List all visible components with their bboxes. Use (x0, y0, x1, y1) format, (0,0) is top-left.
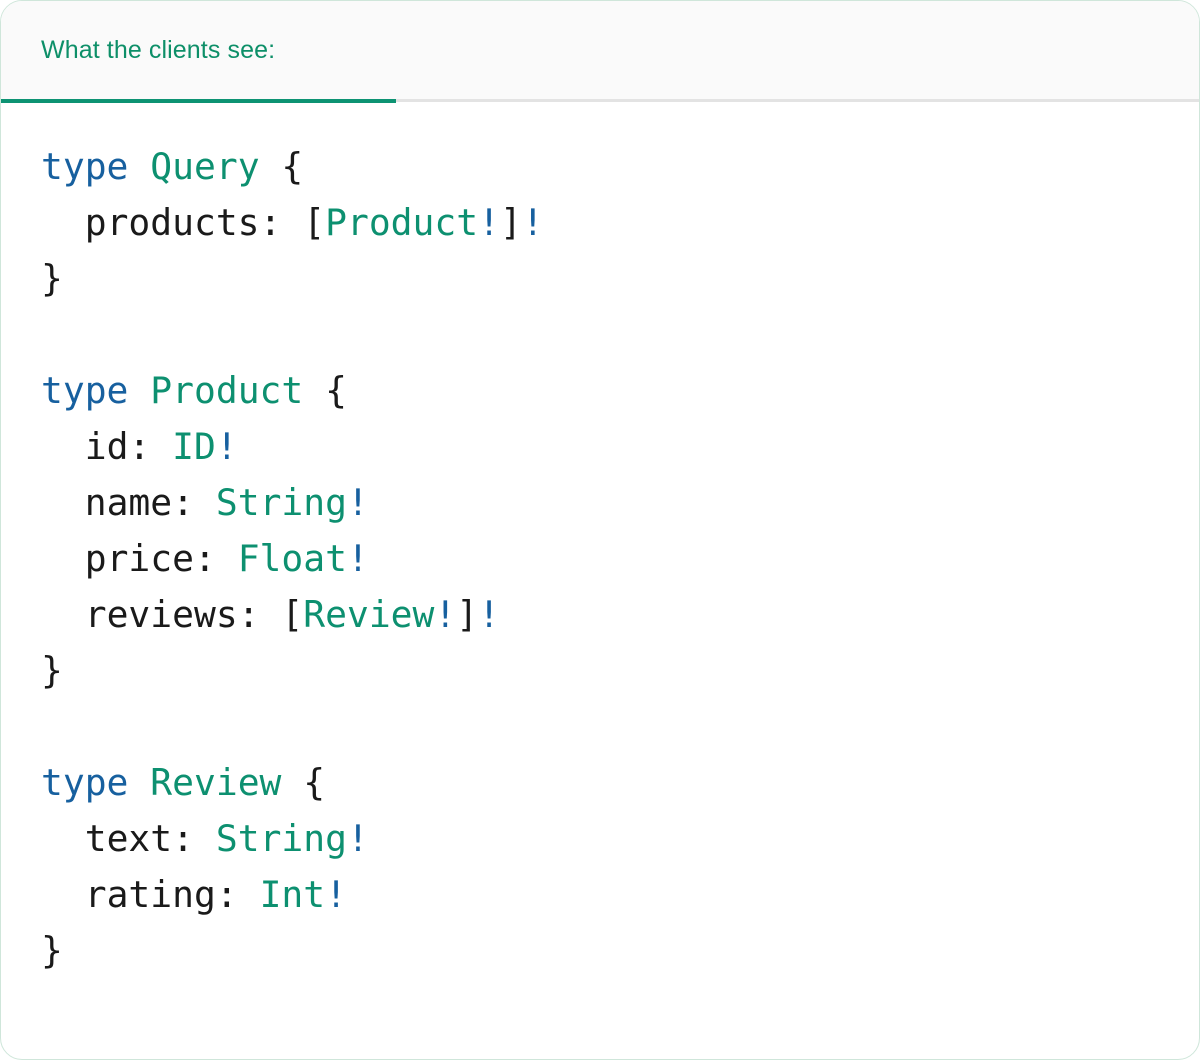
code-token: name (84, 481, 173, 524)
code-line (41, 307, 1199, 363)
code-token: ! (346, 817, 369, 860)
code-token (260, 145, 282, 188)
code-token: ] (499, 201, 522, 244)
code-token (41, 425, 85, 468)
code-token (41, 201, 85, 244)
code-token: text (84, 817, 173, 860)
code-token: String (215, 817, 347, 860)
code-token: ! (346, 537, 369, 580)
code-token: Query (150, 145, 260, 188)
code-token (41, 873, 85, 916)
code-token: String (215, 481, 347, 524)
code-token: } (41, 929, 63, 972)
code-token: type (41, 761, 129, 804)
code-token: } (41, 649, 63, 692)
code-line: type Product { (41, 363, 1199, 419)
code-token: products (84, 201, 260, 244)
code-token: } (41, 257, 63, 300)
code-token: [ (303, 201, 326, 244)
code-line: } (41, 251, 1199, 307)
code-token: { (281, 145, 304, 188)
code-line: } (41, 643, 1199, 699)
code-line: reviews: [Review!]! (41, 587, 1199, 643)
code-line: price: Float! (41, 531, 1199, 587)
graphql-schema-code: type Query { products: [Product!]!} type… (1, 102, 1199, 979)
code-line: name: String! (41, 475, 1199, 531)
code-token: ! (434, 593, 457, 636)
code-token (41, 481, 85, 524)
code-token: ! (325, 873, 347, 916)
code-token: type (41, 145, 129, 188)
code-token: : (193, 537, 238, 580)
code-token: ! (521, 201, 544, 244)
tab-label: What the clients see: (41, 35, 276, 64)
code-token: ! (478, 593, 500, 636)
code-token: : (237, 593, 282, 636)
code-line: rating: Int! (41, 867, 1199, 923)
code-line: } (41, 923, 1199, 979)
code-token (281, 761, 303, 804)
code-token: ! (346, 481, 369, 524)
code-token: ! (215, 425, 238, 468)
tab-active-underline (1, 99, 396, 103)
code-line (41, 699, 1199, 755)
code-token: : (215, 873, 260, 916)
code-token (303, 369, 325, 412)
code-token (41, 593, 85, 636)
code-line: id: ID! (41, 419, 1199, 475)
code-token: price (84, 537, 194, 580)
code-token: { (325, 369, 347, 412)
tab-what-the-clients-see[interactable]: What the clients see: (1, 1, 396, 99)
code-token: type (41, 369, 129, 412)
code-token: : (172, 817, 216, 860)
code-token (41, 537, 85, 580)
code-token: ] (456, 593, 479, 636)
code-token (41, 817, 85, 860)
code-token: Review (150, 761, 282, 804)
code-token (128, 369, 150, 412)
code-token: reviews (84, 593, 238, 636)
code-token (128, 761, 150, 804)
code-token: rating (84, 873, 216, 916)
code-line: text: String! (41, 811, 1199, 867)
code-token (128, 145, 150, 188)
code-token: : (259, 201, 304, 244)
code-token: : (172, 481, 216, 524)
code-line: type Query { (41, 139, 1199, 195)
code-token: [ (281, 593, 304, 636)
code-token: Float (237, 537, 347, 580)
code-token: id (84, 425, 129, 468)
code-token: : (128, 425, 173, 468)
code-token: Int (259, 873, 326, 916)
code-token: Review (303, 593, 435, 636)
code-token: Product (325, 201, 479, 244)
code-line: products: [Product!]! (41, 195, 1199, 251)
code-token: Product (150, 369, 304, 412)
code-line: type Review { (41, 755, 1199, 811)
code-token: ID (172, 425, 216, 468)
code-token: ! (478, 201, 500, 244)
tab-bar: What the clients see: (1, 1, 1199, 102)
code-token: { (303, 761, 326, 804)
